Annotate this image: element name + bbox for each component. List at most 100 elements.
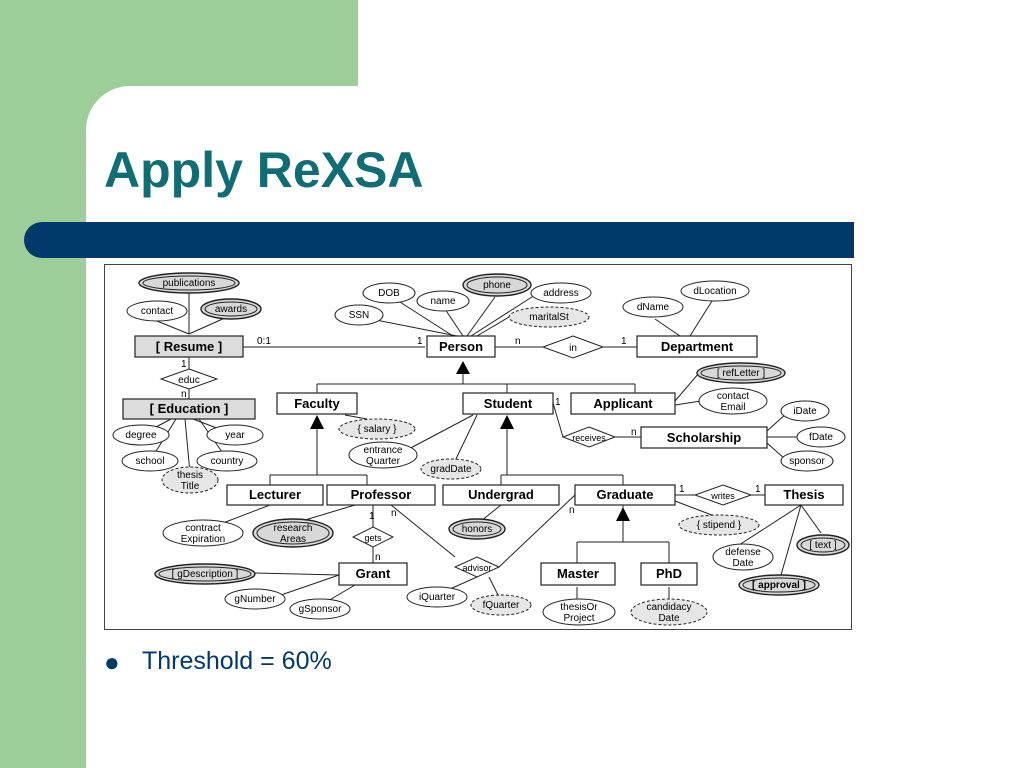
entity-thesis-label: Thesis [783, 487, 824, 502]
svg-text:Project: Project [563, 613, 594, 624]
svg-text:year: year [225, 430, 245, 441]
svg-text:iDate: iDate [793, 406, 817, 417]
card-writes-thesis: 1 [755, 484, 761, 495]
svg-text:phone: phone [483, 280, 511, 291]
relationship-receives: receives [561, 426, 617, 448]
svg-text:address: address [543, 288, 579, 299]
relationship-advisor: advisor [453, 556, 501, 578]
card-professor-gets: 1 [369, 511, 375, 522]
svg-text:entrance: entrance [364, 445, 403, 456]
svg-text:[ gDescription ]: [ gDescription ] [172, 569, 239, 580]
relationship-writes: writes [693, 484, 753, 506]
card-person-resume: 1 [417, 336, 423, 347]
isa-triangle-student [500, 415, 514, 429]
attribute-awards: awards [200, 298, 262, 320]
attribute-contact-email: contact Email [698, 387, 768, 415]
entity-student-label: Student [484, 396, 533, 411]
attribute-entrance-quarter: entrance Quarter [348, 441, 418, 469]
slide-title: Apply ReXSA [104, 142, 424, 198]
attribute-address: address [530, 282, 592, 304]
svg-text:defense: defense [725, 547, 761, 558]
svg-text:honors: honors [462, 524, 493, 535]
entity-phd-label: PhD [656, 566, 682, 581]
attribute-idate: iDate [780, 400, 830, 422]
attribute-degree: degree [112, 424, 170, 446]
card-student-receives: 1 [555, 397, 561, 408]
attribute-salary: { salary } [338, 418, 416, 440]
entity-student: Student [462, 392, 554, 415]
attribute-defense-date: defense Date [712, 543, 774, 571]
attribute-text: [ text ] [796, 534, 850, 556]
attribute-fquarter: fQuarter [470, 594, 532, 616]
isa-triangle-graduate [616, 507, 630, 521]
svg-text:{ stipend }: { stipend } [697, 520, 742, 531]
svg-text:gets: gets [364, 533, 382, 543]
card-educ-education: n [181, 389, 187, 400]
attribute-thesis-title: thesis Title [161, 466, 219, 494]
svg-text:name: name [430, 296, 455, 307]
entity-thesis: Thesis [764, 484, 844, 506]
entity-lecturer-label: Lecturer [249, 487, 301, 502]
svg-text:[ approval ]: [ approval ] [752, 580, 806, 591]
svg-text:candidacy: candidacy [646, 602, 691, 613]
svg-text:contact: contact [141, 306, 173, 317]
title-divider-bar [24, 222, 854, 258]
attribute-gsponsor: gSponsor [289, 598, 351, 620]
attribute-stipend: { stipend } [678, 514, 760, 536]
attribute-contact: contact [126, 300, 188, 322]
entity-faculty: Faculty [276, 392, 358, 415]
entity-professor-label: Professor [351, 487, 412, 502]
attribute-contract-expiration: contract Expiration [162, 519, 244, 547]
attribute-gdescription: [ gDescription ] [154, 563, 256, 585]
attribute-dob: DOB [362, 282, 416, 304]
entity-lecturer: Lecturer [226, 484, 324, 506]
svg-text:gNumber: gNumber [234, 594, 276, 605]
isa-triangle-person [456, 361, 470, 374]
relationship-educ: educ [159, 368, 219, 390]
entity-applicant: Applicant [570, 392, 676, 415]
svg-text:fQuarter: fQuarter [483, 600, 520, 611]
card-person-in: n [515, 336, 521, 347]
svg-text:Date: Date [732, 558, 754, 569]
entity-professor: Professor [326, 484, 436, 506]
entity-phd: PhD [640, 562, 698, 586]
svg-text:Date: Date [658, 613, 680, 624]
bullet-dot: ● [104, 647, 120, 677]
svg-text:publications: publications [163, 278, 216, 289]
attribute-fdate: fDate [796, 426, 846, 448]
entity-scholarship: Scholarship [640, 426, 768, 449]
svg-text:contact: contact [717, 391, 749, 402]
svg-text:country: country [211, 456, 244, 467]
svg-text:Areas: Areas [280, 534, 306, 545]
attribute-refletter: [ refLetter ] [696, 362, 786, 384]
svg-text:gSponsor: gSponsor [299, 604, 342, 615]
attribute-iquarter: iQuarter [406, 586, 468, 608]
attribute-year: year [206, 424, 264, 446]
attribute-name: name [416, 290, 470, 312]
entity-department-label: Department [661, 339, 734, 354]
bullet-threshold: Threshold = 60% [142, 647, 332, 675]
attribute-honors: honors [448, 518, 506, 540]
card-professor-advisor: n [391, 508, 397, 519]
entity-grant-label: Grant [356, 566, 391, 581]
svg-text:iQuarter: iQuarter [419, 592, 456, 603]
svg-text:Title: Title [181, 481, 200, 492]
entity-applicant-label: Applicant [593, 396, 653, 411]
attribute-ssn: SSN [334, 304, 384, 326]
card-advisor-graduate: n [569, 505, 575, 516]
slide-top-area [358, 0, 1024, 90]
entity-scholarship-label: Scholarship [667, 430, 741, 445]
card-receives-scholarship: n [631, 427, 637, 438]
entity-person: Person [426, 335, 496, 358]
entity-person-label: Person [439, 339, 483, 354]
svg-text:educ: educ [178, 375, 200, 386]
entity-master: Master [540, 562, 616, 586]
entity-faculty-label: Faculty [294, 396, 340, 411]
entity-resume-label: [ Resume ] [156, 339, 222, 354]
attribute-publications: publications [138, 272, 240, 294]
svg-text:in: in [569, 343, 577, 354]
svg-text:dName: dName [637, 302, 670, 313]
entity-undergrad: Undergrad [442, 484, 560, 506]
card-graduate-writes: 1 [679, 484, 685, 495]
svg-text:advisor: advisor [462, 563, 491, 573]
